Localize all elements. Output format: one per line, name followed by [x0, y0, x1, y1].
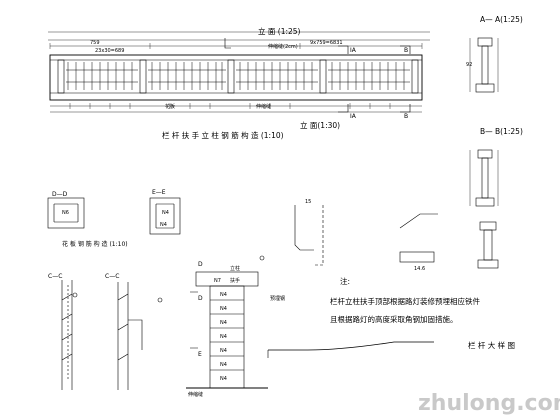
label-expansion-joint: 伸缩缝(2cm) [268, 43, 298, 50]
baluster-pattern [66, 62, 410, 90]
notes-line1: 栏杆立柱扶手顶部根据路灯装修预埋相应铁件 [330, 296, 480, 306]
rebar-mark: N7 [214, 278, 221, 284]
label-post: 立柱 [230, 265, 240, 272]
section-aa [469, 37, 499, 93]
post-rebar-column [186, 255, 268, 389]
rebar-mark: N4 [162, 210, 169, 216]
rebar-mark: N4 [220, 376, 227, 382]
title-elevation-bottom: 立 面(1:30) [300, 120, 340, 130]
dim-15: 15 [305, 199, 311, 205]
label-cut-b2: B [404, 113, 408, 120]
label-expansion-joint3: 伸缩缝 [188, 391, 203, 398]
title-detail-big: 栏 杆 大 样 图 [468, 340, 515, 350]
section-dd [47, 197, 85, 229]
rebar-mark: N4 [220, 292, 227, 298]
section-cc-right [117, 282, 163, 390]
dim-759: 759 [90, 40, 100, 46]
label-expansion-joint2: 伸缩缝 [256, 103, 271, 110]
label-sec-ee: E—E [152, 189, 166, 196]
right-post [477, 221, 499, 269]
label-sec-dd: D—D [52, 191, 68, 198]
notes-line2: 且根据路灯的高度采取角钢加固措施。 [330, 314, 458, 324]
rebar-mark: N6 [62, 210, 69, 216]
section-bb [469, 149, 499, 207]
expansion-leader [224, 38, 231, 49]
title-section-bb: B— B(1:25) [480, 127, 523, 136]
rebar-marks: N6 N4 N4 N7 N4 N4 N4 N4 N4 N4 N4 [62, 210, 227, 382]
section-ee [149, 197, 181, 235]
cut-marks-top [338, 45, 411, 113]
section-cc-left [61, 280, 78, 390]
dim-689: 23x30=689 [95, 48, 124, 54]
rebar-mark: N4 [220, 362, 227, 368]
label-anchor: 预埋钢 [270, 295, 285, 302]
notes-heading: 注: [340, 276, 350, 286]
label-cut-e: E [198, 351, 202, 358]
bent-bar-1 [294, 205, 324, 266]
label-sec-cc-left: C—C [48, 273, 62, 280]
title-section-aa: A— A(1:25) [480, 15, 523, 24]
watermark: zhulong.com [418, 391, 560, 416]
label-flower-plate: 花板 [165, 103, 175, 110]
label-cut-d: D [198, 261, 203, 268]
dim-92: 92 [466, 62, 472, 68]
title-flower-rebar: 花 板 钢 筋 构 造 (1:10) [62, 240, 128, 248]
top-elevation [48, 31, 430, 101]
dim-6831: 9x759=6831 [310, 40, 343, 46]
label-handrail: 扶手 [230, 277, 240, 284]
rebar-mark: N4 [220, 334, 227, 340]
rebar-mark: N4 [220, 306, 227, 312]
big-detail [267, 341, 434, 358]
dim-146: 14.6 [414, 266, 425, 272]
label-cut-ia2: IA [350, 113, 357, 120]
label-cut-d2: D [198, 295, 203, 302]
bent-bar-2 [399, 213, 438, 263]
title-handrail-rebar: 栏 杆 扶 手 立 柱 钢 筋 构 造 (1:10) [162, 130, 284, 140]
rebar-mark: N4 [160, 222, 167, 228]
label-cut-ia: IA [350, 47, 357, 54]
label-cut-b: B [404, 47, 408, 54]
top-dim-lines [49, 43, 423, 113]
label-sec-cc-right: C—C [105, 273, 119, 280]
rebar-mark: N4 [220, 348, 227, 354]
rebar-mark: N4 [220, 320, 227, 326]
title-elevation-top: 立 面 (1:25) [258, 26, 301, 36]
